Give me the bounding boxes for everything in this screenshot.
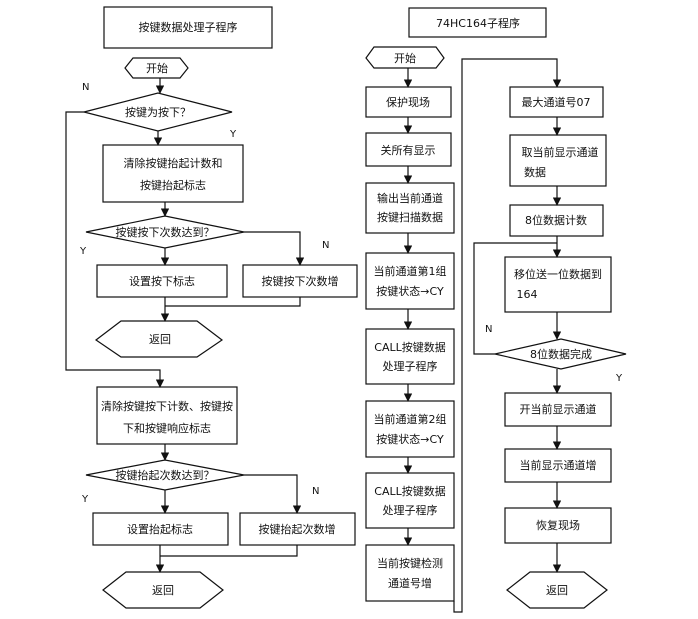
decision-8bit-done xyxy=(494,338,627,370)
branch-no-label: N xyxy=(322,240,329,251)
ch1-to-cy-line-2: 按键状态→CY xyxy=(376,284,444,298)
connector xyxy=(244,474,302,514)
connector xyxy=(165,297,301,307)
ch2-to-cy-line-2: 按键状态→CY xyxy=(376,432,444,446)
left-title: 按键数据处理子程序 xyxy=(139,20,238,34)
right-return-label: 返回 xyxy=(546,584,568,597)
return-1-label: 返回 xyxy=(149,333,171,346)
branch-yes-label: Y xyxy=(615,373,623,384)
middle-title: 74HC164子程序 xyxy=(436,16,520,30)
process-set-press-flag xyxy=(96,264,228,298)
process-fetch-display xyxy=(509,134,607,187)
process-display-channel-inc xyxy=(504,448,612,483)
save-context-label: 保护现场 xyxy=(386,95,430,109)
branch-no-label: N xyxy=(312,486,319,497)
clear-press-line-1: 清除按键按下计数、按键按 xyxy=(101,399,233,413)
restore-context-label: 恢复现场 xyxy=(536,518,580,532)
decision-release-count-label: 按键抬起次数达到？ xyxy=(116,468,215,482)
process-detect-channel-inc xyxy=(365,544,455,602)
decision-8bit-done-label: 8位数据完成 xyxy=(530,347,592,361)
middle-start-terminal xyxy=(365,46,445,69)
process-call-2 xyxy=(365,472,455,529)
process-shift-out xyxy=(504,256,612,313)
branch-no-label: N xyxy=(485,324,492,335)
fetch-display-line-2: 数据 xyxy=(524,165,546,179)
max-channel-label: 最大通道号07 xyxy=(522,95,591,109)
detect-channel-inc-line-2: 通道号增 xyxy=(388,576,432,590)
process-channel1-to-cy xyxy=(365,252,455,310)
clear-press-line-2: 下和按键响应标志 xyxy=(123,421,211,435)
detect-channel-inc-line-1: 当前按键检测 xyxy=(377,556,443,570)
output-scan-line-2: 按键扫描数据 xyxy=(377,210,443,224)
connector xyxy=(160,545,298,557)
middle-start-label: 开始 xyxy=(394,51,416,65)
process-press-count-inc xyxy=(242,264,358,298)
process-call-1 xyxy=(365,328,455,385)
display-channel-inc-label: 当前显示通道增 xyxy=(520,458,597,472)
process-all-display-off xyxy=(365,132,452,167)
connector xyxy=(473,242,557,355)
shift-out-line-2: 164 xyxy=(517,288,538,301)
process-open-display xyxy=(504,392,612,427)
branch-yes-label: Y xyxy=(79,246,87,257)
set-press-flag-label: 设置按下标志 xyxy=(129,274,195,288)
output-scan-line-1: 输出当前通道 xyxy=(377,191,443,205)
clear-release-line-2: 按键抬起标志 xyxy=(140,178,206,192)
release-count-inc-label: 按键抬起次数增 xyxy=(259,522,336,536)
decision-press-count-label: 按键按下次数达到？ xyxy=(116,225,215,239)
bit-count-label: 8位数据计数 xyxy=(525,213,587,227)
connector xyxy=(453,58,562,613)
right-return-terminal xyxy=(506,571,608,609)
decision-key-pressed xyxy=(83,92,233,132)
clear-release-line-1: 清除按键抬起计数和 xyxy=(124,156,223,170)
branch-yes-label: Y xyxy=(81,494,89,505)
return-2-label: 返回 xyxy=(152,584,174,597)
shift-out-line-1: 移位送一位数据到 xyxy=(514,267,602,281)
press-count-inc-label: 按键按下次数增 xyxy=(262,274,339,288)
process-max-channel xyxy=(509,86,604,118)
process-clear-press xyxy=(96,386,238,445)
open-display-label: 开当前显示通道 xyxy=(520,402,597,416)
left-title-box xyxy=(103,6,273,49)
ch1-to-cy-line-1: 当前通道第1组 xyxy=(374,264,447,278)
set-release-flag-label: 设置抬起标志 xyxy=(127,522,193,536)
call-1-line-2: 处理子程序 xyxy=(383,359,438,373)
call-2-line-1: CALL按键数据 xyxy=(374,484,445,498)
left-start-terminal xyxy=(124,57,189,79)
process-output-scan xyxy=(365,182,455,234)
process-clear-release xyxy=(102,144,244,203)
process-channel2-to-cy xyxy=(365,400,455,458)
fetch-display-line-1: 取当前显示通道 xyxy=(522,145,599,159)
process-restore-context xyxy=(504,507,612,544)
connector xyxy=(244,231,305,266)
branch-yes-label: Y xyxy=(229,129,237,140)
return-terminal-1 xyxy=(94,320,224,358)
connector xyxy=(65,111,165,388)
call-2-line-2: 处理子程序 xyxy=(383,503,438,517)
branch-no-label: N xyxy=(82,82,89,93)
left-start-label: 开始 xyxy=(146,61,168,75)
return-terminal-2 xyxy=(102,571,224,609)
call-1-line-1: CALL按键数据 xyxy=(374,340,445,354)
ch2-to-cy-line-1: 当前通道第2组 xyxy=(374,412,447,426)
middle-title-box xyxy=(408,7,547,38)
decision-key-pressed-label: 按键为按下？ xyxy=(125,105,191,119)
all-display-off-label: 关所有显示 xyxy=(381,143,436,157)
